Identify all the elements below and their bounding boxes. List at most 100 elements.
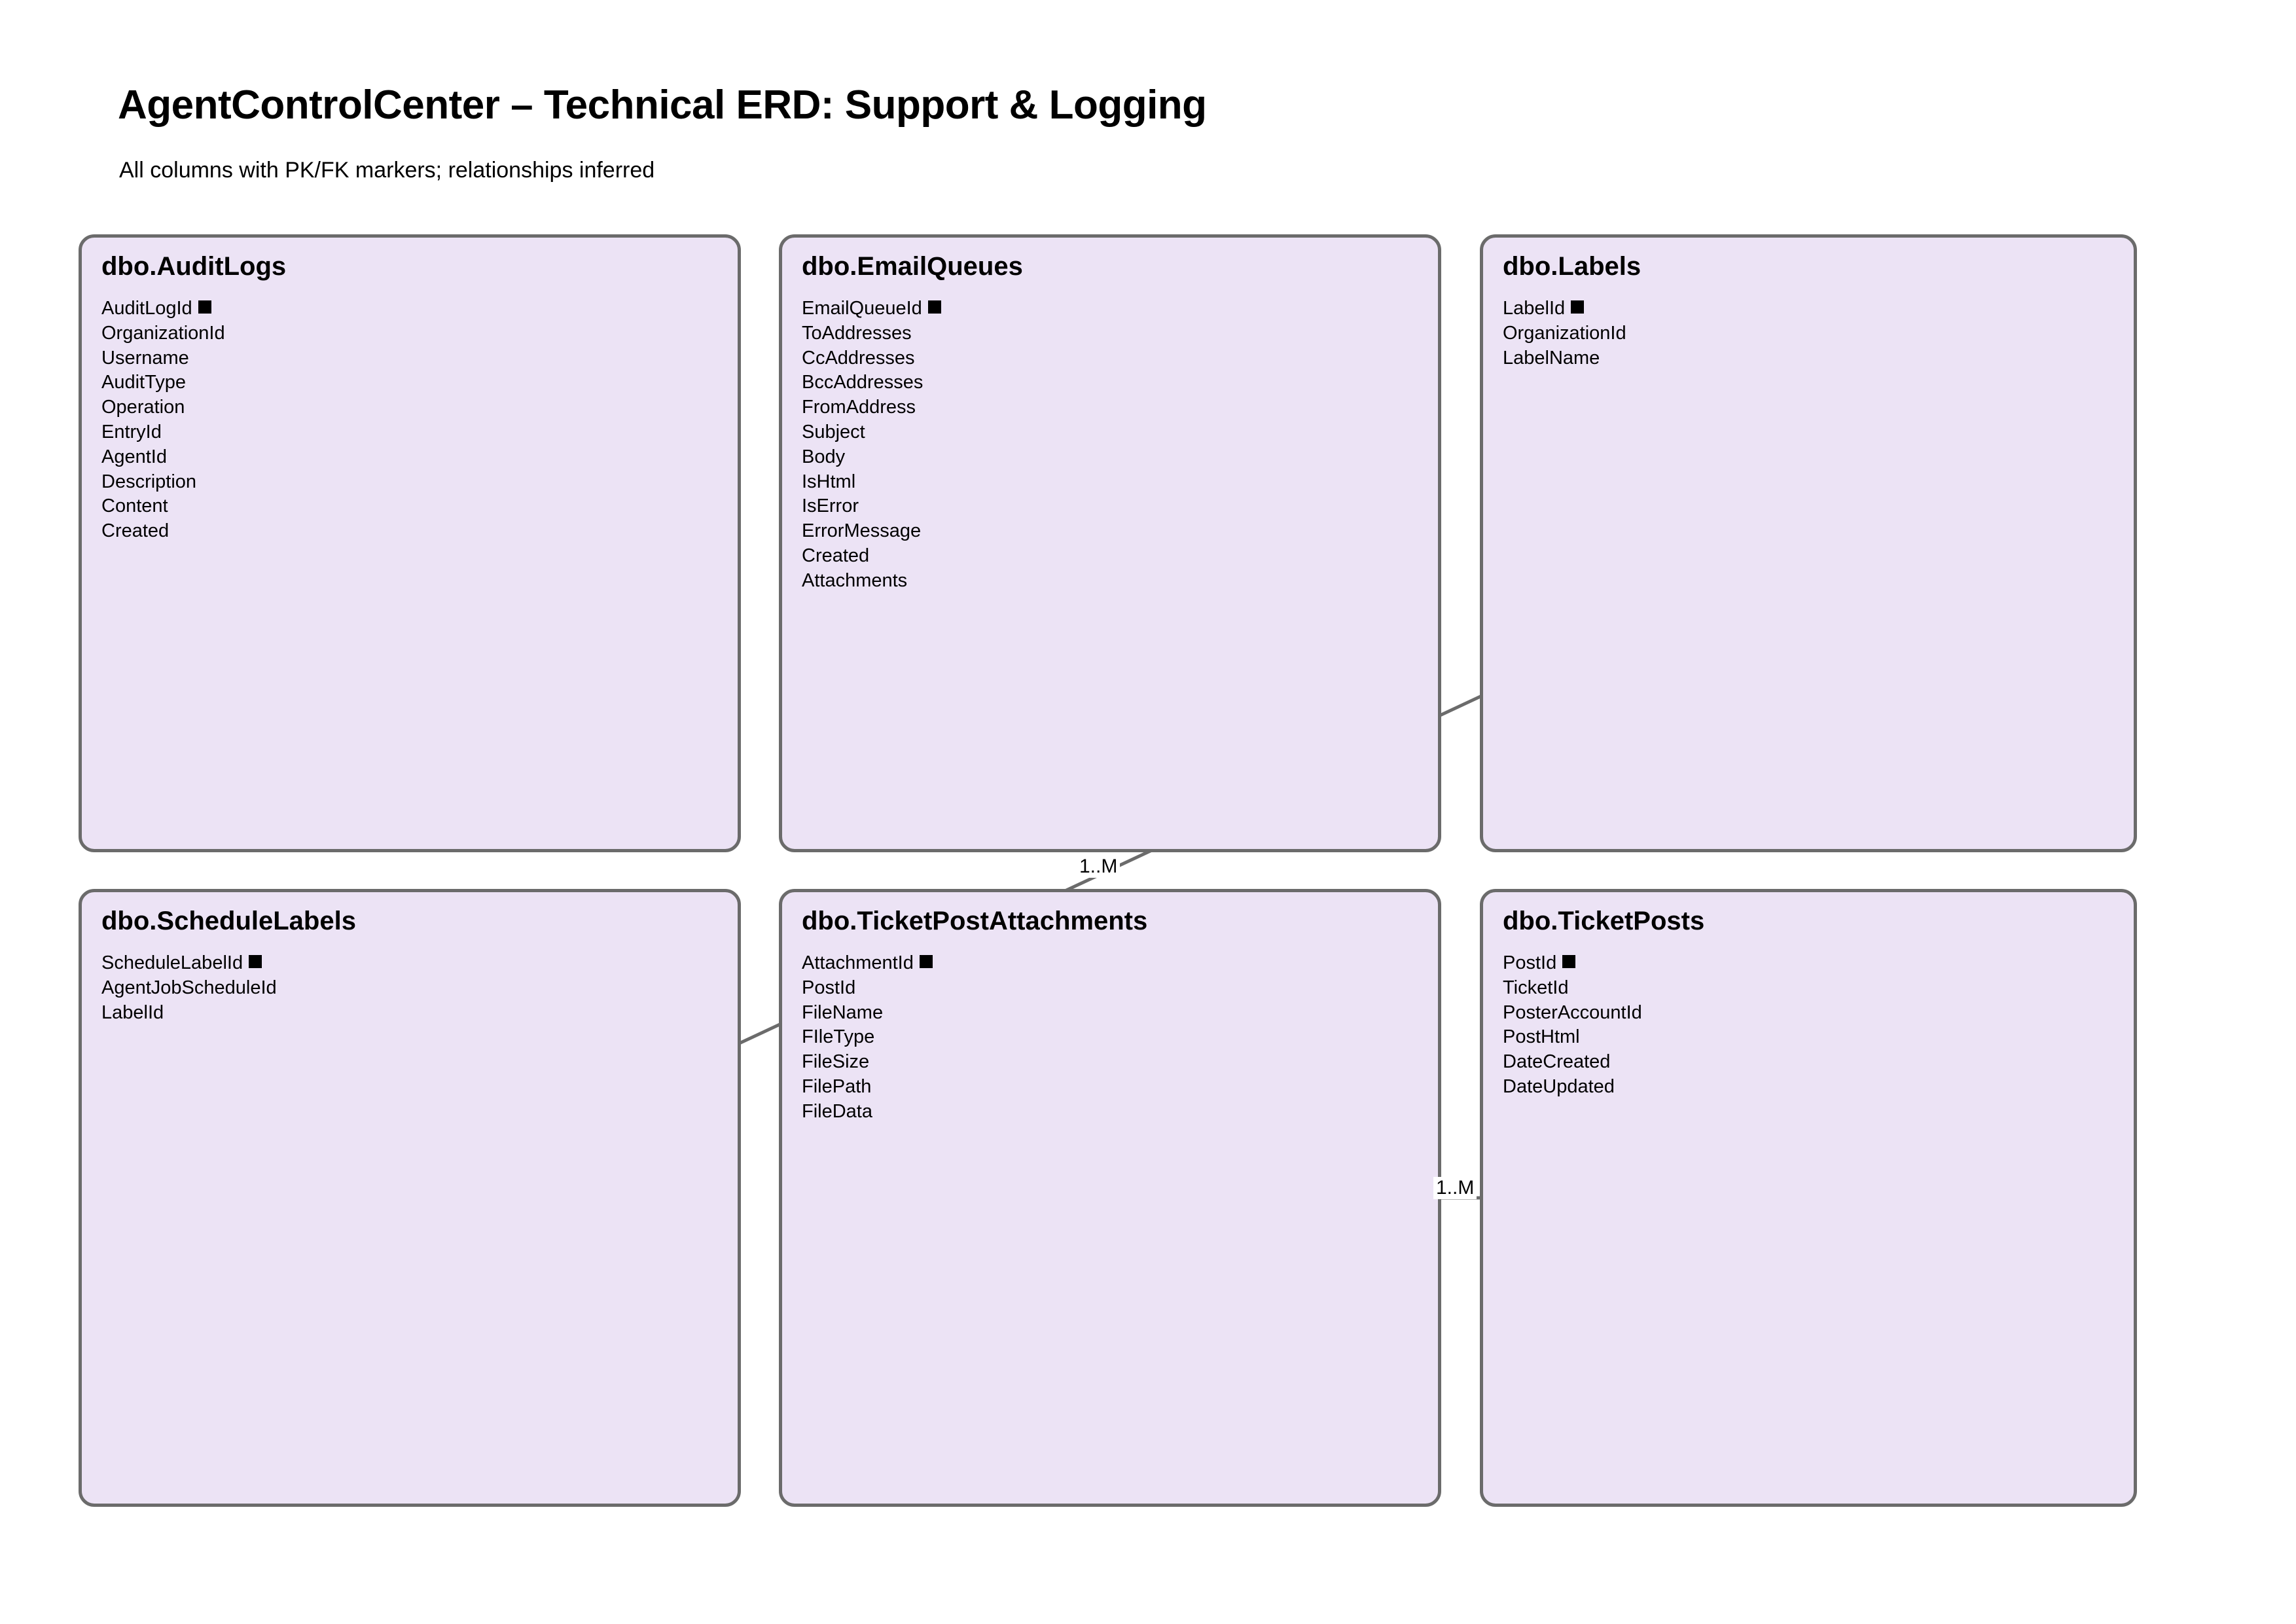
page-title: AgentControlCenter – Technical ERD: Supp… bbox=[118, 82, 1207, 128]
entity-column-name: IsError bbox=[802, 496, 859, 517]
entity-column-name: OrganizationId bbox=[101, 322, 225, 344]
entity-column-name: PostHtml bbox=[1503, 1026, 1580, 1048]
entity-column-name: EntryId bbox=[101, 421, 162, 442]
primary-key-marker-icon bbox=[1571, 300, 1585, 314]
entity-column-name: LabelId bbox=[1503, 298, 1566, 319]
entity-column: FromAddress bbox=[802, 395, 1431, 420]
cardinality-label-schedulelabels-labels: 1..M bbox=[1077, 856, 1121, 878]
entity-column: LabelId bbox=[1503, 297, 2127, 321]
entity-column: ToAddresses bbox=[802, 321, 1431, 346]
entity-column: EntryId bbox=[101, 420, 731, 445]
primary-key-marker-icon bbox=[1562, 955, 1576, 968]
entity-column-name: DateCreated bbox=[1503, 1051, 1611, 1073]
entity-column-name: ToAddresses bbox=[802, 322, 912, 344]
entity-column: ScheduleLabelId bbox=[101, 951, 731, 976]
entity-column-name: AuditType bbox=[101, 372, 186, 393]
entity-column: FileData bbox=[802, 1100, 1431, 1125]
entity-column-name: PostId bbox=[1503, 952, 1557, 973]
entity-column: Operation bbox=[101, 395, 731, 420]
primary-key-marker-icon bbox=[249, 955, 262, 968]
entity-column-name: LabelName bbox=[1503, 347, 1600, 369]
entity-column: EmailQueueId bbox=[802, 297, 1431, 321]
entity-column: Content bbox=[101, 494, 731, 519]
entity-column-name: FileSize bbox=[802, 1051, 870, 1073]
primary-key-marker-icon bbox=[198, 300, 211, 314]
entity-column-name: PostId bbox=[802, 977, 856, 998]
entity-column: DateCreated bbox=[1503, 1050, 2127, 1075]
entity-column-name: LabelId bbox=[101, 1001, 164, 1023]
entity-column-name: Content bbox=[101, 496, 168, 517]
primary-key-marker-icon bbox=[919, 955, 933, 968]
entity-column-name: FIleType bbox=[802, 1026, 875, 1048]
entity-title: dbo.Labels bbox=[1503, 252, 1641, 281]
entity-title: dbo.TicketPosts bbox=[1503, 907, 1705, 935]
entity-column-name: EmailQueueId bbox=[802, 298, 922, 319]
entity-column: IsHtml bbox=[802, 470, 1431, 495]
entity-title: dbo.AuditLogs bbox=[101, 252, 287, 281]
entity-column: PostId bbox=[1503, 951, 2127, 976]
entity-column-name: PosterAccountId bbox=[1503, 1001, 1642, 1023]
entity-column-name: CcAddresses bbox=[802, 347, 915, 369]
entity-column-name: AgentId bbox=[101, 446, 167, 467]
entity-column: DateUpdated bbox=[1503, 1075, 2127, 1100]
entity-column: Subject bbox=[802, 420, 1431, 445]
entity-column-name: DateUpdated bbox=[1503, 1075, 1615, 1097]
entity-column: LabelId bbox=[101, 1001, 731, 1026]
entity-column-name: AgentJobScheduleId bbox=[101, 977, 277, 998]
entity-column: AgentId bbox=[101, 445, 731, 470]
entity-column-name: AttachmentId bbox=[802, 952, 914, 973]
entity-column: BccAddresses bbox=[802, 370, 1431, 395]
entity-column-name: BccAddresses bbox=[802, 372, 924, 393]
entity-column: ErrorMessage bbox=[802, 519, 1431, 544]
entity-column: CcAddresses bbox=[802, 346, 1431, 371]
cardinality-label-ticketpostattachments-ticketposts: 1..M bbox=[1433, 1177, 1477, 1199]
entity-column: Created bbox=[101, 519, 731, 544]
entity-column-name: Body bbox=[802, 446, 846, 467]
entity-column-name: Created bbox=[802, 545, 870, 566]
entity-column: PostId bbox=[802, 976, 1431, 1001]
entity-column: FileSize bbox=[802, 1050, 1431, 1075]
entity-column: Created bbox=[802, 544, 1431, 569]
entity-column-name: Attachments bbox=[802, 569, 908, 591]
entity-column: FIleType bbox=[802, 1025, 1431, 1050]
entity-column: PosterAccountId bbox=[1503, 1001, 2127, 1026]
entity-title: dbo.ScheduleLabels bbox=[101, 907, 356, 935]
page-subtitle: All columns with PK/FK markers; relation… bbox=[119, 158, 655, 183]
primary-key-marker-icon bbox=[927, 300, 941, 314]
entity-column: AuditType bbox=[101, 370, 731, 395]
entity-column-name: Operation bbox=[101, 397, 185, 418]
entity-column: Attachments bbox=[802, 569, 1431, 594]
entity-column: LabelName bbox=[1503, 346, 2127, 371]
entity-title: dbo.TicketPostAttachments bbox=[802, 907, 1148, 935]
entity-column-name: FilePath bbox=[802, 1075, 872, 1097]
entity-column: FilePath bbox=[802, 1075, 1431, 1100]
entity-column: OrganizationId bbox=[101, 321, 731, 346]
entity-title: dbo.EmailQueues bbox=[802, 252, 1023, 281]
entity-column: AuditLogId bbox=[101, 297, 731, 321]
entity-column-name: ScheduleLabelId bbox=[101, 952, 243, 973]
entity-column-name: FileName bbox=[802, 1001, 884, 1023]
entity-column-name: IsHtml bbox=[802, 471, 856, 492]
entity-column: TicketId bbox=[1503, 976, 2127, 1001]
entity-column: PostHtml bbox=[1503, 1025, 2127, 1050]
entity-column-name: TicketId bbox=[1503, 977, 1569, 998]
entity-column: IsError bbox=[802, 494, 1431, 519]
entity-column: Username bbox=[101, 346, 731, 371]
entity-column-name: FileData bbox=[802, 1100, 872, 1122]
entity-column: AttachmentId bbox=[802, 951, 1431, 976]
entity-column-name: Created bbox=[101, 520, 170, 542]
entity-column-name: ErrorMessage bbox=[802, 520, 922, 542]
